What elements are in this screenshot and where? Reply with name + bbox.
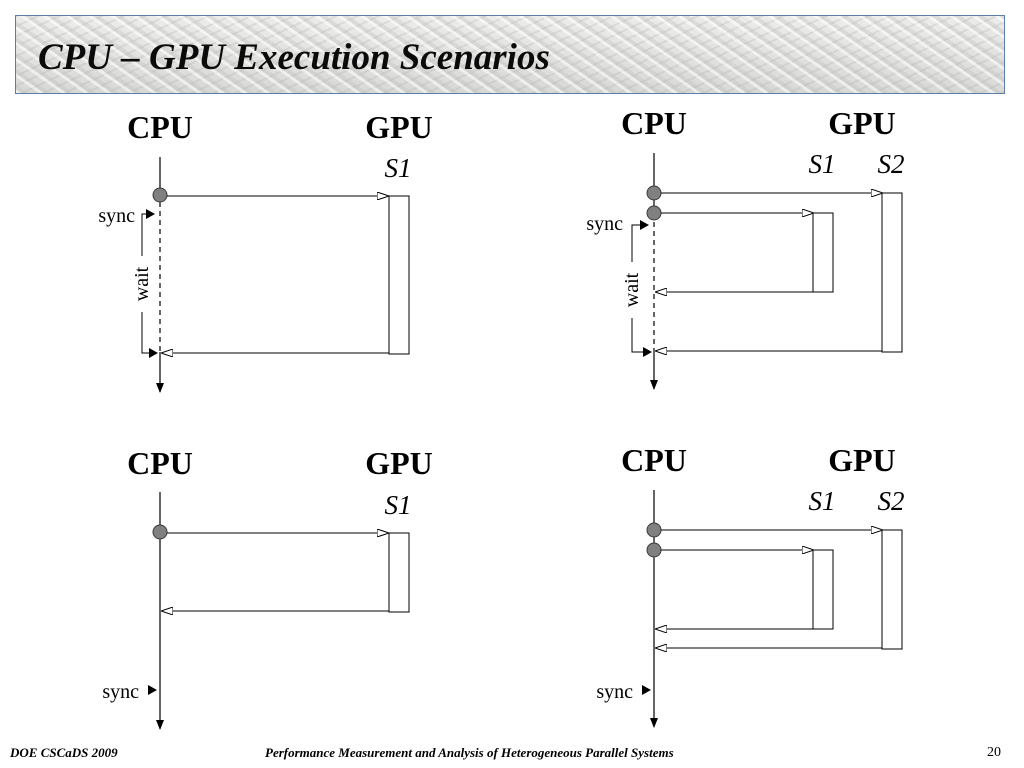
sync-marker-arrow <box>640 220 649 230</box>
slide-title: CPU – GPU Execution Scenarios <box>38 37 550 78</box>
footer-talk-title: Performance Measurement and Analysis of … <box>265 745 674 760</box>
gpu-label: GPU <box>828 442 896 478</box>
title-banner: CPU – GPU Execution Scenarios <box>15 15 1005 94</box>
gpu-label: GPU <box>828 105 896 141</box>
cpu-label: CPU <box>127 109 193 145</box>
scenario-sync-two-streams: CPU GPU S1 S2 sync wait <box>586 105 905 390</box>
stream-s1-label: S1 <box>385 490 412 520</box>
kernel-launch-point-s1 <box>646 205 662 221</box>
stream-s1-label: S1 <box>809 149 836 179</box>
sync-label: sync <box>102 681 139 703</box>
sync-label: sync <box>98 205 135 227</box>
gpu-kernel-s1-box <box>812 549 834 630</box>
sync-marker-arrow <box>146 209 155 219</box>
wait-end-arrow <box>149 348 158 358</box>
kernel-launch-point-s1 <box>646 542 662 558</box>
scenario-async-two-streams: CPU GPU S1 S2 sync <box>596 442 905 728</box>
kernel-launch-point-s2 <box>646 522 662 538</box>
footer-conference: DOE CSCaDS 2009 <box>10 745 118 760</box>
wait-label-background <box>622 262 642 318</box>
gpu-label: GPU <box>365 445 433 481</box>
sync-label: sync <box>586 213 623 235</box>
sync-label: sync <box>596 681 633 703</box>
gpu-label: GPU <box>365 109 433 145</box>
stream-s2-label: S2 <box>878 486 905 516</box>
page-number: 20 <box>987 745 1001 760</box>
kernel-launch-point <box>152 524 168 540</box>
kernel-launch-point-s2 <box>646 185 662 201</box>
cpu-label: CPU <box>127 445 193 481</box>
scenario-async-single-stream: CPU GPU S1 sync <box>102 445 433 730</box>
gpu-kernel-s1-box <box>388 195 410 355</box>
wait-end-arrow <box>643 347 652 357</box>
stream-s1-label: S1 <box>809 486 836 516</box>
stream-s1-label: S1 <box>385 153 412 183</box>
gpu-kernel-s1-box <box>388 532 410 613</box>
gpu-kernel-s2-box <box>881 192 903 353</box>
cpu-label: CPU <box>621 442 687 478</box>
sync-marker-arrow <box>148 685 157 695</box>
gpu-kernel-s1-box <box>812 212 834 293</box>
wait-label: wait <box>131 266 153 301</box>
gpu-kernel-s2-box <box>881 529 903 650</box>
wait-label-background <box>132 256 152 312</box>
cpu-label: CPU <box>621 105 687 141</box>
wait-label: wait <box>621 272 643 307</box>
scenario-sync-single-stream: CPU GPU S1 sync wait <box>98 109 433 393</box>
sync-marker-arrow <box>642 685 651 695</box>
stream-s2-label: S2 <box>878 149 905 179</box>
kernel-launch-point <box>152 187 168 203</box>
